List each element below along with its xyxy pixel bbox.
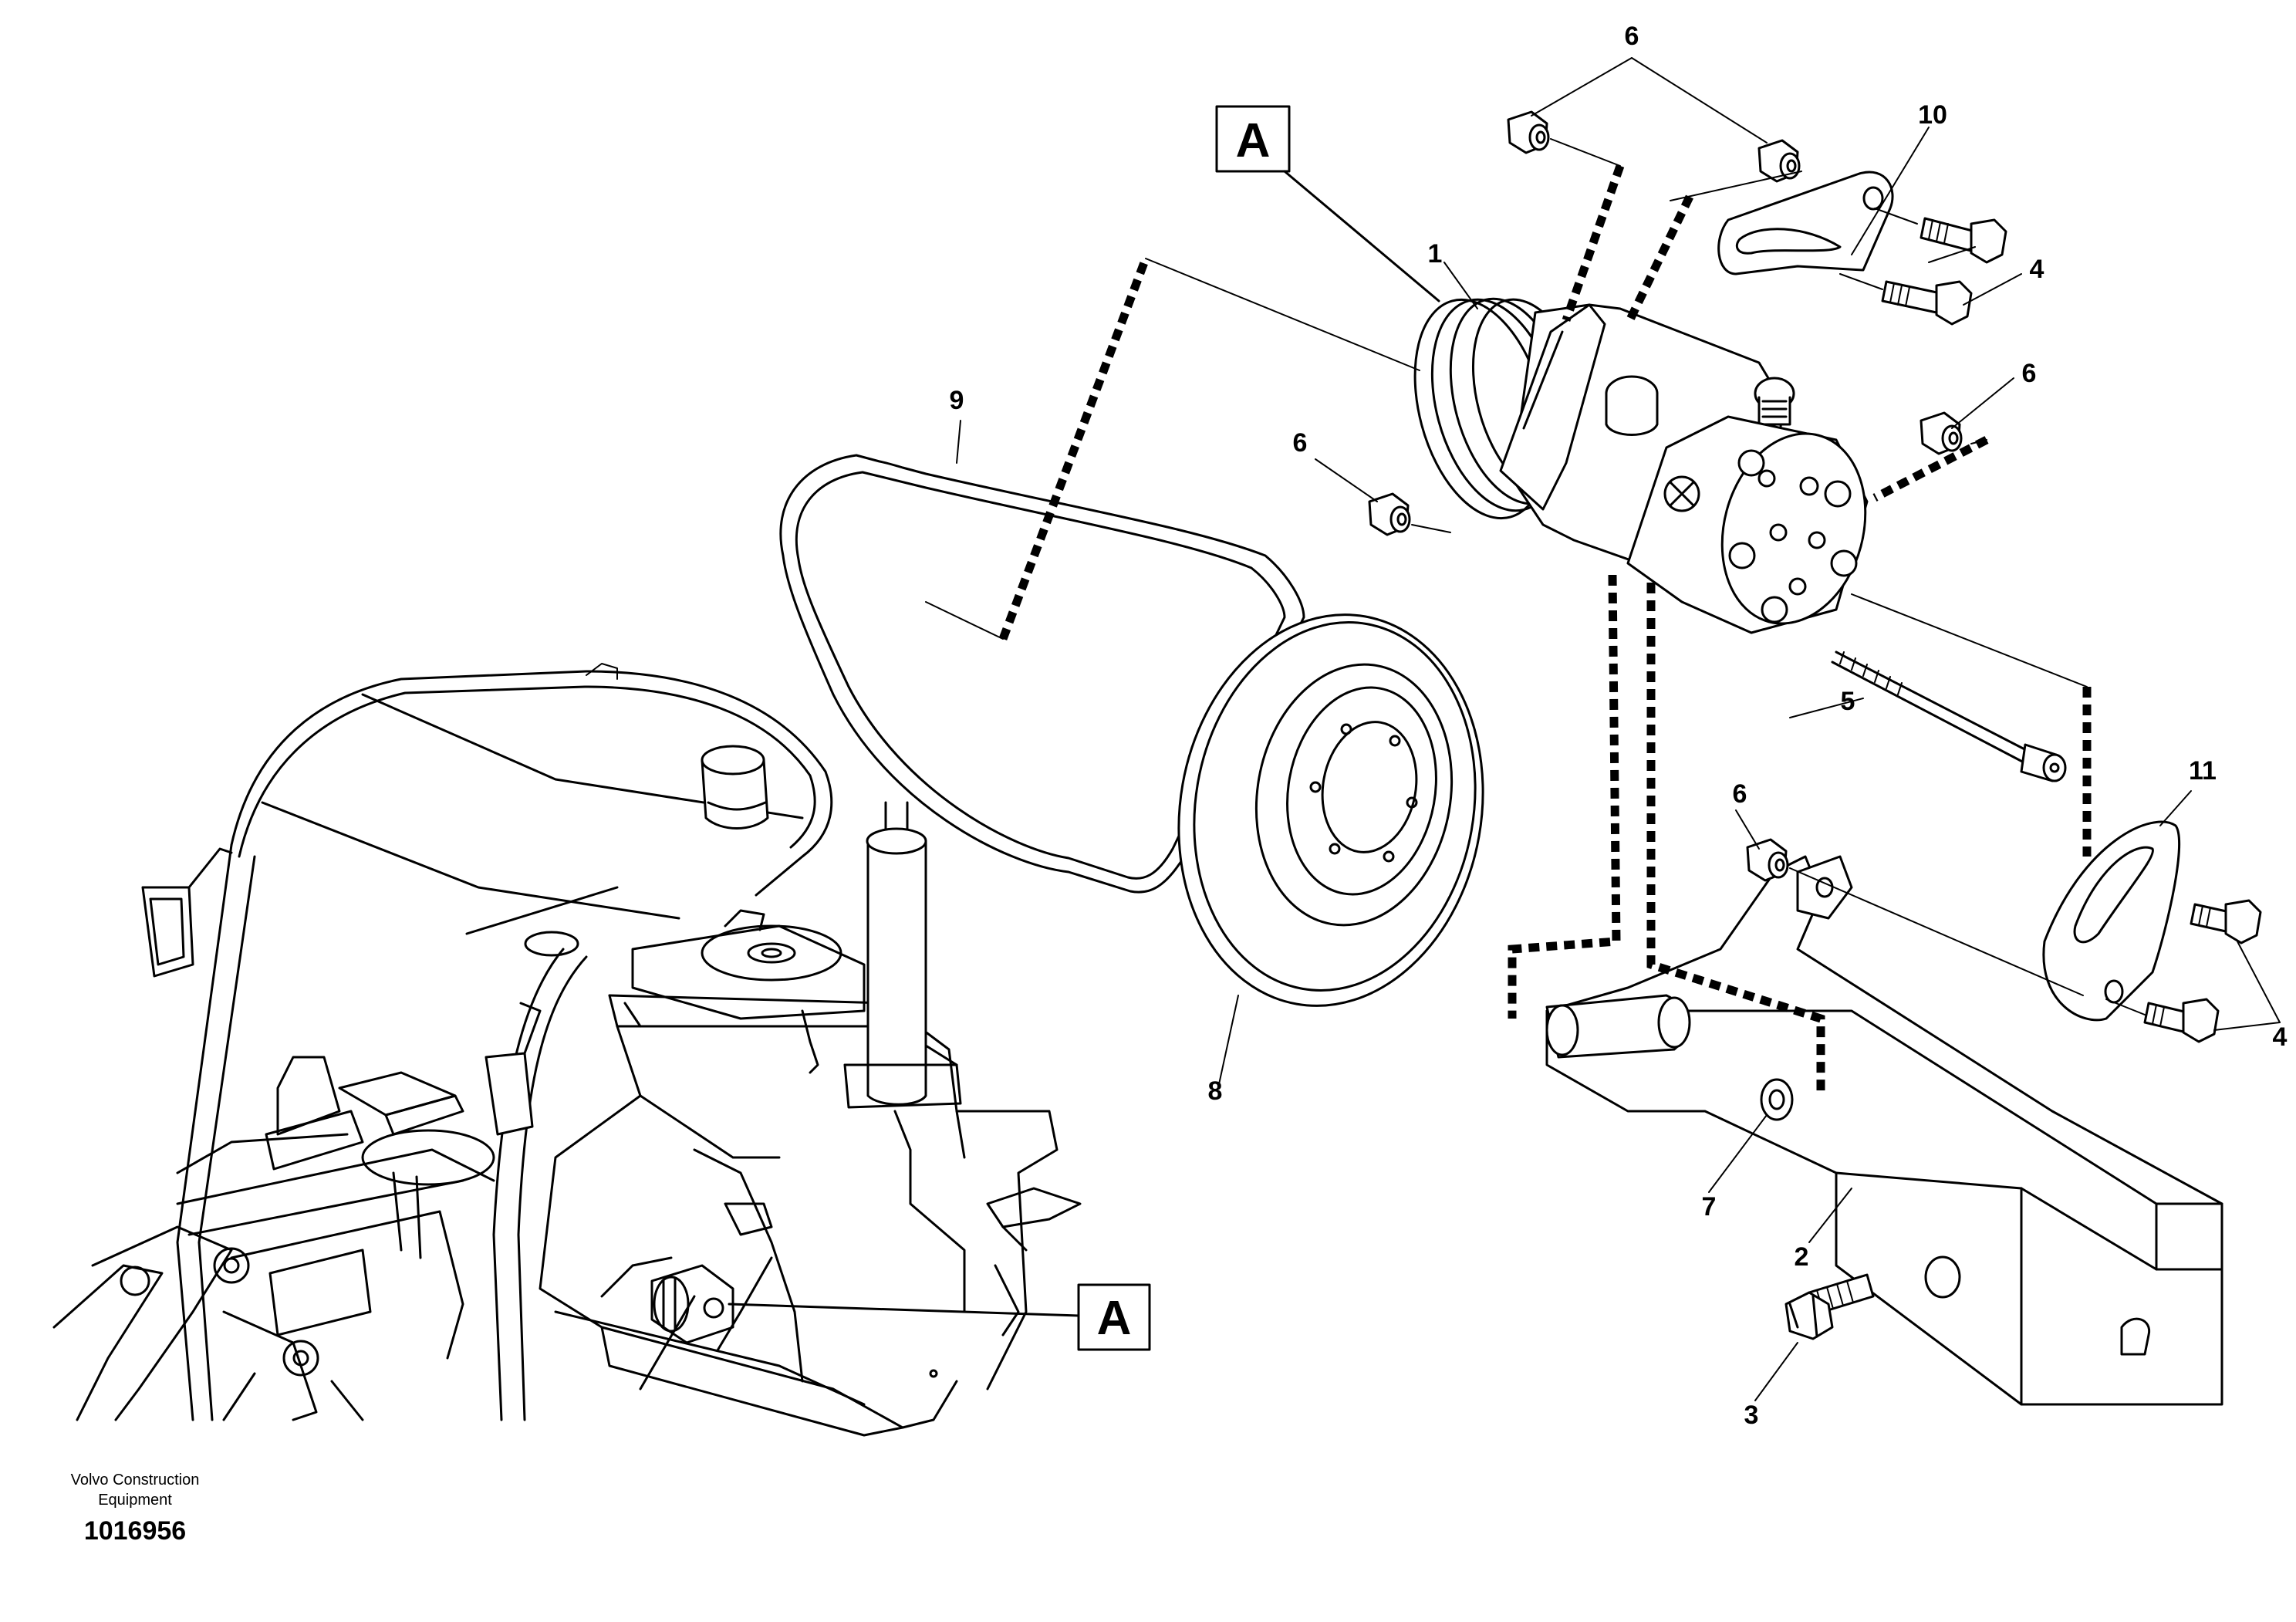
- compressor-item-1: [1413, 297, 1869, 634]
- callout-8: 8: [1208, 1076, 1223, 1106]
- brand-line-1: Volvo Construction: [70, 1472, 200, 1489]
- callout-7: 7: [1702, 1192, 1717, 1222]
- callout-4-upper: 4: [2030, 255, 2044, 284]
- callout-6-right: 6: [2022, 359, 2037, 388]
- slotted-bracket-item-11: [2042, 820, 2181, 1022]
- document-number: 1016956: [83, 1516, 187, 1546]
- callout-4-lower: 4: [2273, 1022, 2288, 1052]
- slotted-bracket-item-10: [1717, 171, 1894, 275]
- detail-marker-a-bottom: A: [728, 1283, 1151, 1351]
- long-bolt-item-5: [1831, 650, 2067, 782]
- callout-2: 2: [1795, 1242, 1809, 1272]
- detail-marker-a-top-label: A: [1236, 114, 1271, 167]
- callout-numbers: 6 10 1 4 9 6 6 5 11 6 4 8 7 2 3: [950, 22, 2288, 1430]
- callout-9: 9: [950, 386, 964, 415]
- assembly-dashed-lines: [998, 164, 2092, 1092]
- brand-line-2: Equipment: [98, 1492, 172, 1509]
- nut-item-6-right: [1920, 411, 1963, 455]
- callout-10: 10: [1918, 100, 1947, 130]
- assembly-thin-lines: [925, 138, 2146, 1015]
- bolt-item-4-upper-a: [1920, 217, 2007, 264]
- brand-label: Volvo Construction Equipment: [46, 1470, 224, 1510]
- bolt-item-3: [1784, 1273, 1875, 1340]
- detail-marker-a-top: A: [1215, 105, 1440, 302]
- pulley-item-8: [1177, 613, 1484, 1007]
- callout-6-left: 6: [1293, 428, 1308, 458]
- callout-6-top: 6: [1625, 22, 1639, 51]
- belt-item-9: [779, 454, 1305, 894]
- machine-illustration: [52, 663, 1082, 1437]
- detail-marker-a-bottom-label: A: [1097, 1292, 1132, 1345]
- nut-item-6-top-right: [1757, 139, 1801, 183]
- callout-leaders: [956, 57, 2281, 1401]
- nut-item-6-top-left: [1507, 110, 1550, 154]
- callout-11: 11: [2189, 756, 2217, 786]
- bolt-item-4-lower-a: [2190, 899, 2262, 944]
- callout-5: 5: [1841, 687, 1855, 716]
- bolt-item-4-lower-b: [2143, 998, 2220, 1043]
- bolt-item-4-upper-b: [1881, 280, 1973, 326]
- callout-6-bracket: 6: [1733, 779, 1747, 809]
- compressor-location: [650, 1264, 734, 1344]
- nut-item-6-bracket: [1746, 838, 1789, 882]
- bracket-item-2: [1545, 855, 2223, 1406]
- callout-3: 3: [1744, 1401, 1759, 1430]
- callout-1: 1: [1428, 239, 1443, 269]
- nut-item-6-left: [1368, 492, 1411, 536]
